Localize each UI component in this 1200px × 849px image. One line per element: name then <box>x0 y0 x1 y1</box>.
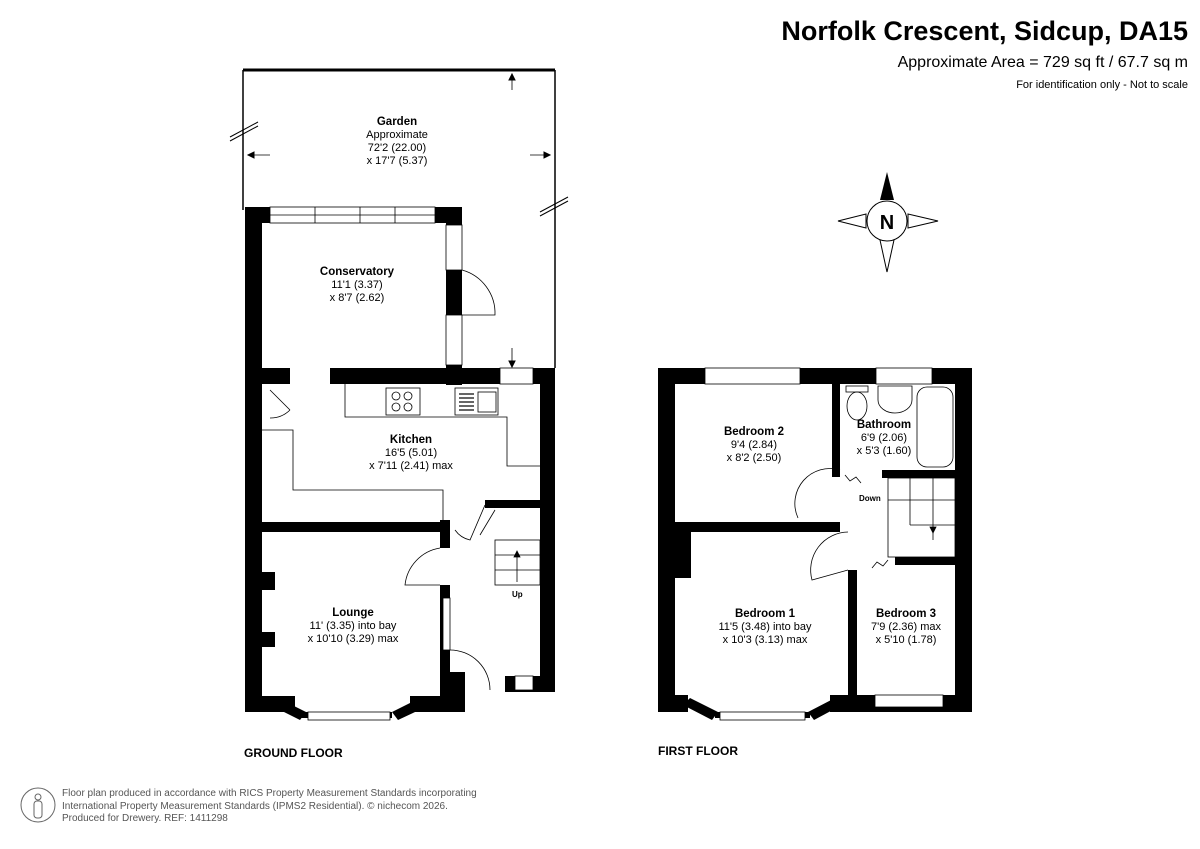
room-dim: x 10'10 (3.29) max <box>307 633 399 645</box>
compass-north-label: N <box>880 212 894 234</box>
scale-note: For identification only - Not to scale <box>1016 79 1188 91</box>
room-dim: 11'5 (3.48) into bay <box>718 621 812 633</box>
room-dim: 16'5 (5.01) <box>384 447 438 459</box>
room-label-lounge: Lounge 11' (3.35) into bay x 10'10 (3.29… <box>308 607 399 646</box>
first-floor-label: FIRST FLOOR <box>658 744 738 758</box>
room-dim: x 5'10 (1.78) <box>875 634 937 646</box>
garden-outline <box>229 68 569 369</box>
room-dim: x 7'11 (2.41) max <box>369 460 453 472</box>
toilet-icon <box>846 391 868 421</box>
room-dim: x 8'7 (2.62) <box>329 292 385 304</box>
room-dim: 11' (3.35) into bay <box>309 620 397 632</box>
room-name: Conservatory <box>319 266 395 278</box>
room-dim: 9'4 (2.84) <box>730 439 778 451</box>
room-label-bathroom: Bathroom 6'9 (2.06) x 5'3 (1.60) <box>857 419 912 458</box>
room-dim: 72'2 (22.00) <box>367 142 427 154</box>
ground-floor-label: GROUND FLOOR <box>244 746 343 760</box>
room-dim: x 8'2 (2.50) <box>726 452 782 464</box>
bath-icon <box>916 386 954 468</box>
first-floor-plan <box>658 367 972 721</box>
room-name: Bedroom 3 <box>875 608 937 620</box>
footer-line: Floor plan produced in accordance with R… <box>62 788 477 799</box>
hob-icon <box>385 387 421 416</box>
footer-line: International Property Measurement Stand… <box>62 800 448 812</box>
fixtures <box>262 269 541 691</box>
room-name: Bedroom 2 <box>723 426 785 438</box>
windows <box>269 206 534 721</box>
footer-disclaimer: Floor plan produced in accordance with R… <box>62 788 477 826</box>
room-dim: 6'9 (2.06) <box>860 432 908 444</box>
stairs-up-label: Up <box>512 590 523 599</box>
room-name: Lounge <box>332 607 374 619</box>
fixtures <box>794 385 956 581</box>
room-dim: 7'9 (2.36) max <box>871 621 941 633</box>
room-dim: x 10'3 (3.13) max <box>722 634 808 646</box>
room-name: Bathroom <box>856 419 912 431</box>
room-label-conservatory: Conservatory 11'1 (3.37) x 8'7 (2.62) <box>320 266 394 305</box>
room-name: Garden <box>376 116 418 128</box>
compass-icon: N <box>837 172 939 273</box>
room-label-bedroom-2: Bedroom 2 9'4 (2.84) x 8'2 (2.50) <box>724 426 784 465</box>
room-dim: x 17'7 (5.37) <box>366 155 428 167</box>
room-label-bedroom-3: Bedroom 3 7'9 (2.36) max x 5'10 (1.78) <box>871 608 941 647</box>
room-label-garden: Garden Approximate 72'2 (22.00) x 17'7 (… <box>366 116 428 168</box>
approximate-area: Approximate Area = 729 sq ft / 67.7 sq m <box>897 54 1188 71</box>
room-name: Bedroom 1 <box>734 608 796 620</box>
room-label-kitchen: Kitchen 16'5 (5.01) x 7'11 (2.41) max <box>369 434 453 473</box>
ground-floor-plan <box>229 68 569 721</box>
room-label-bedroom-1: Bedroom 1 11'5 (3.48) into bay x 10'3 (3… <box>718 608 811 647</box>
basin-icon <box>877 385 913 414</box>
page-title: Norfolk Crescent, Sidcup, DA15 <box>781 16 1188 46</box>
room-dim: x 5'3 (1.60) <box>856 445 912 457</box>
room-name: Kitchen <box>389 434 433 446</box>
room-dim: Approximate <box>366 129 428 141</box>
walls <box>658 368 972 720</box>
person-icon <box>20 787 56 823</box>
footer-line: Produced for Drewery. REF: 1411298 <box>62 813 228 824</box>
room-dim: 11'1 (3.37) <box>331 279 383 291</box>
stairs-down-label: Down <box>859 494 881 503</box>
windows <box>704 367 944 721</box>
